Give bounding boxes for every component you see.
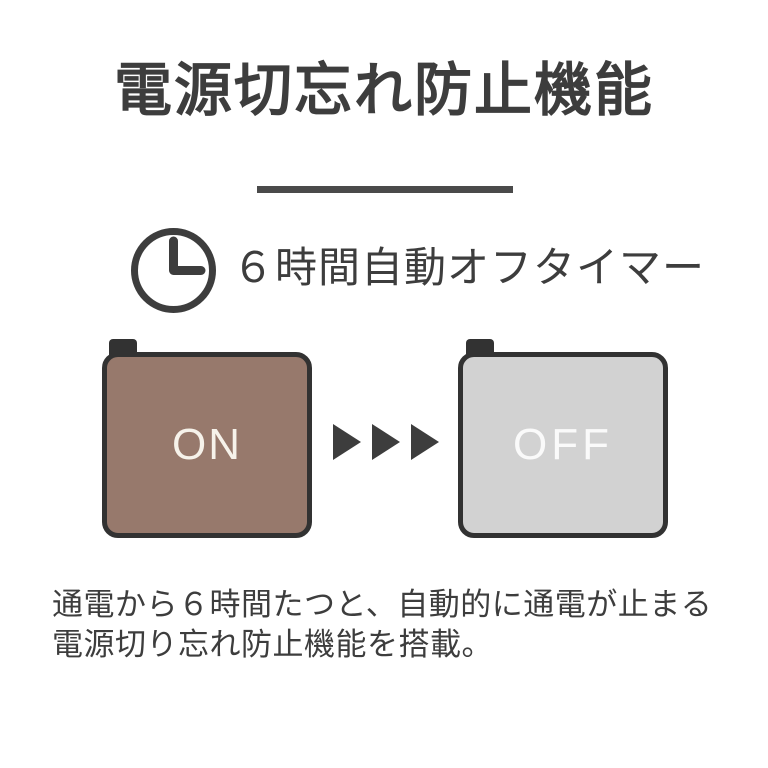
triangle-right-icon: [333, 424, 361, 460]
triangle-right-icon: [411, 424, 439, 460]
description-text: 通電から６時間たつと、自動的に通電が止まる 電源切り忘れ防止機能を搭載。: [52, 585, 712, 665]
triangle-right-icon: [372, 424, 400, 460]
clock-icon: [131, 228, 216, 313]
title-divider: [257, 186, 513, 193]
page-title: 電源切忘れ防止機能: [113, 58, 654, 123]
off-label: OFF: [513, 420, 613, 469]
description-line-2: 電源切り忘れ防止機能を搭載。: [52, 627, 493, 662]
power-on-box: ON: [102, 352, 312, 538]
arrow-group: [333, 423, 445, 461]
on-label: ON: [172, 420, 242, 469]
description-line-1: 通電から６時間たつと、自動的に通電が止まる: [52, 587, 713, 622]
power-off-box: OFF: [458, 352, 668, 538]
timer-caption: ６時間自動オフタイマー: [232, 244, 706, 291]
